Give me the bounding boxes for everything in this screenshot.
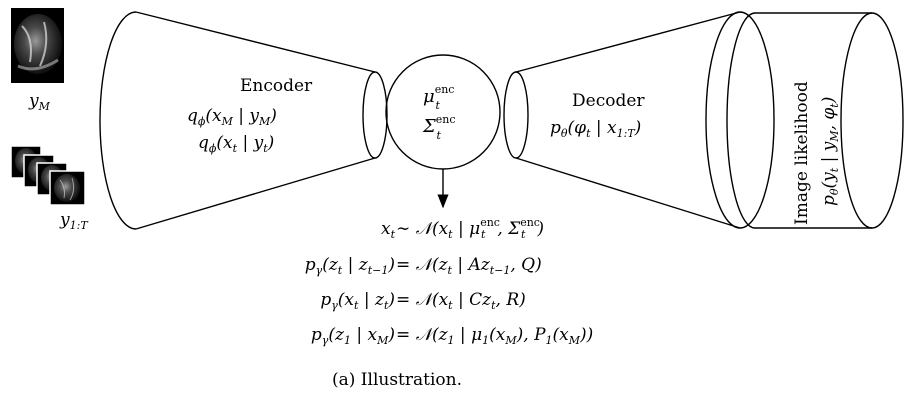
- encoder-cone: [99, 11, 388, 230]
- equation-observation-lhs: pγ(xt | zt): [320, 290, 395, 312]
- equation-transition-rhs: = 𝒩(zt | Azt−1, Q): [396, 255, 542, 277]
- decoder-cone: [503, 11, 775, 229]
- figure-caption: (a) Illustration.: [332, 370, 462, 390]
- equation-transition-lhs: pγ(zt | zt−1): [305, 255, 395, 277]
- encoder-line1: qϕ(xM | yM): [187, 106, 277, 128]
- equation-initial-rhs: = 𝒩(z1 | μ1(xM), P1(xM)): [396, 325, 593, 347]
- likelihood-title: Image likelihood: [792, 81, 812, 225]
- equation-observation-rhs: = 𝒩(xt | Czt, R): [396, 290, 526, 312]
- likelihood-formula: pθ(yt | yM, φt): [819, 97, 841, 206]
- decoder-formula: pθ(φt | x1:T): [550, 118, 641, 140]
- equation-emission: xt: [381, 219, 396, 241]
- frame-sequence-stack: [10, 145, 86, 206]
- decoder-title: Decoder: [572, 91, 645, 111]
- encoder-title: Encoder: [240, 76, 313, 96]
- single-frame-label: yM: [28, 91, 51, 113]
- sequence-label: y1:T: [59, 210, 89, 232]
- equation-initial-lhs: pγ(z1 | xM): [311, 325, 395, 347]
- likelihood-cylinder: [726, 12, 904, 229]
- encoder-line2: qϕ(xt | yt): [198, 133, 274, 155]
- latent-circle: [385, 54, 501, 170]
- single-frame-image: [11, 8, 64, 83]
